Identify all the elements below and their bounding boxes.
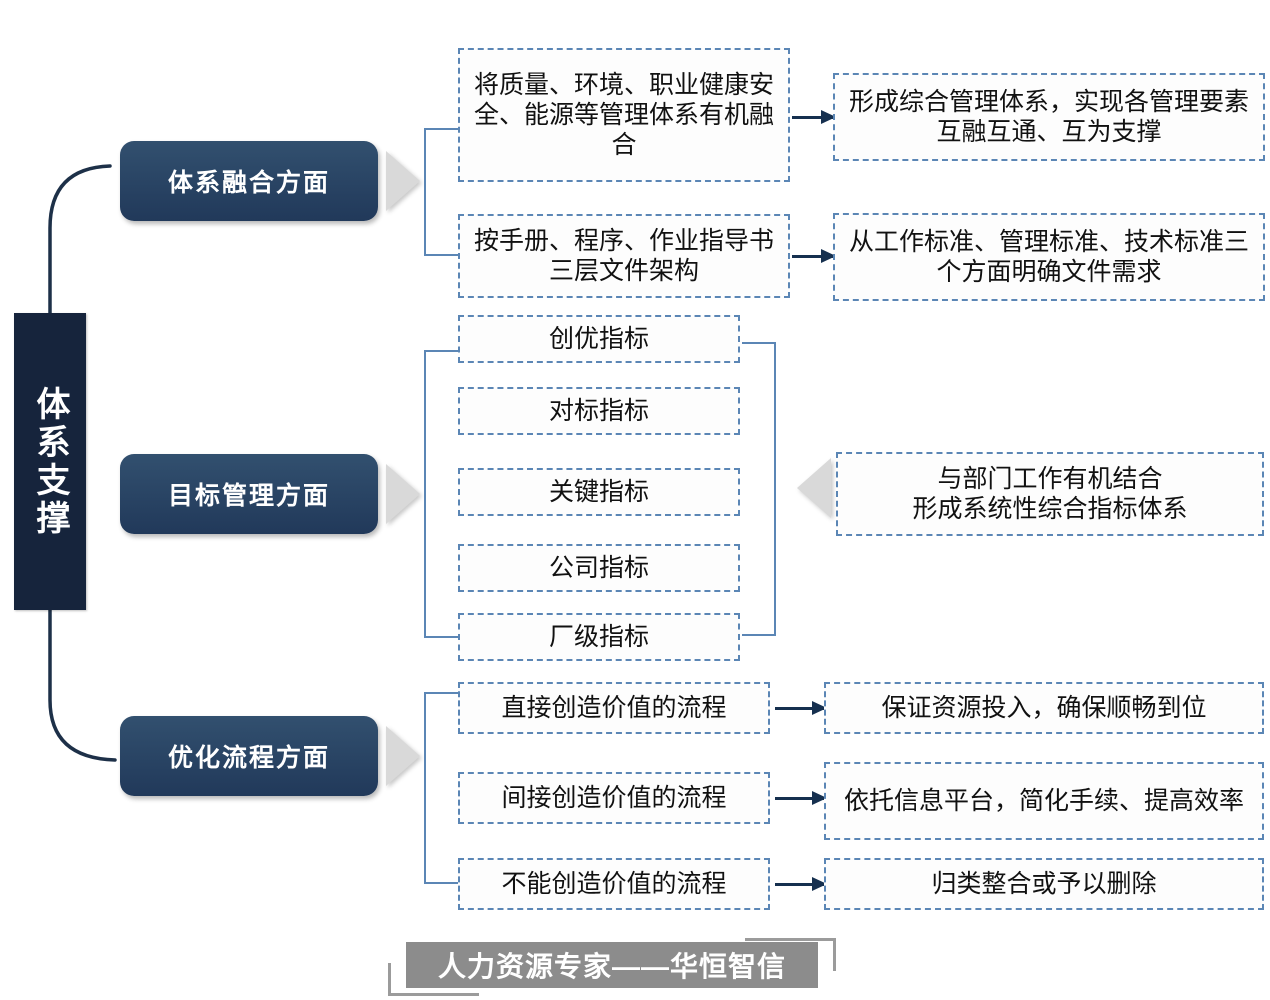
section-pill-label: 目标管理方面 <box>167 482 330 510</box>
footer-corner-bottom-left <box>388 963 479 996</box>
section-pill-label: 体系融合方面 <box>167 169 330 197</box>
bracket-process <box>424 692 458 884</box>
arrow-right-icon <box>792 249 836 263</box>
arrow-right-icon <box>775 877 827 891</box>
process-source-box-2[interactable]: 间接创造价值的流程 <box>458 772 770 824</box>
bracket-target-left <box>424 350 458 638</box>
arrow-right-icon <box>775 791 827 805</box>
indicator-box-4[interactable]: 公司指标 <box>458 544 740 592</box>
section-pill-integration[interactable]: 体系融合方面 <box>120 141 378 221</box>
bracket-target-right <box>742 342 776 636</box>
footer-text: 人力资源专家——华恒智信 <box>406 942 818 988</box>
chevron-right-icon <box>386 151 420 211</box>
arrow-right-icon <box>775 701 827 715</box>
process-result-box-2[interactable]: 依托信息平台，简化手续、提高效率 <box>824 762 1264 840</box>
indicator-box-3[interactable]: 关键指标 <box>458 468 740 516</box>
indicator-box-1[interactable]: 创优指标 <box>458 315 740 363</box>
integration-source-box-1[interactable]: 将质量、环境、职业健康安全、能源等管理体系有机融合 <box>458 48 790 182</box>
process-source-box-3[interactable]: 不能创造价值的流程 <box>458 858 770 910</box>
indicator-box-5[interactable]: 厂级指标 <box>458 613 740 661</box>
target-summary-line-1: 与部门工作有机结合 <box>937 465 1163 493</box>
chevron-right-icon <box>386 726 420 786</box>
integration-source-box-2[interactable]: 按手册、程序、作业指导书三层文件架构 <box>458 214 790 298</box>
target-summary-box[interactable]: 与部门工作有机结合 形成系统性综合指标体系 <box>836 452 1264 536</box>
section-pill-process[interactable]: 优化流程方面 <box>120 716 378 796</box>
process-source-box-1[interactable]: 直接创造价值的流程 <box>458 682 770 734</box>
chevron-right-icon <box>386 464 420 524</box>
footer-banner: 人力资源专家——华恒智信 <box>388 938 836 996</box>
bracket-integration <box>424 128 458 256</box>
process-result-box-1[interactable]: 保证资源投入，确保顺畅到位 <box>824 682 1264 734</box>
integration-result-box-2[interactable]: 从工作标准、管理标准、技术标准三个方面明确文件需求 <box>833 213 1265 301</box>
integration-result-box-1[interactable]: 形成综合管理体系，实现各管理要素互融互通、互为支撑 <box>833 73 1265 161</box>
section-pill-label: 优化流程方面 <box>167 744 330 772</box>
spine-label: 体系支撑 <box>14 313 86 610</box>
footer-corner-top-right <box>745 938 836 971</box>
chevron-left-icon <box>797 458 831 518</box>
arrow-right-icon <box>792 110 836 124</box>
section-pill-target[interactable]: 目标管理方面 <box>120 454 378 534</box>
target-summary-line-2: 形成系统性综合指标体系 <box>912 495 1188 523</box>
indicator-box-2[interactable]: 对标指标 <box>458 387 740 435</box>
process-result-box-3[interactable]: 归类整合或予以删除 <box>824 858 1264 910</box>
